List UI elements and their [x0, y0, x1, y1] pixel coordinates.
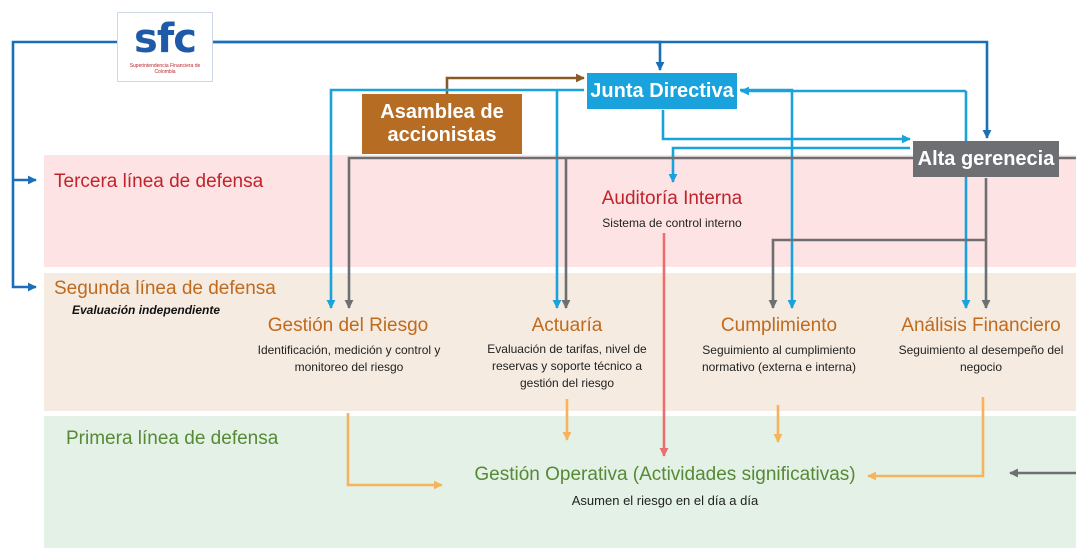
junta-to-auditoria-arrow	[668, 146, 910, 183]
second-line-sublabel: Evaluación independiente	[72, 303, 221, 317]
alta-gerencia-box: Alta gerenecia	[913, 141, 1059, 177]
junta-to-alta-gerencia-arrow	[661, 110, 911, 144]
cumplimiento-desc: Seguimiento al cumplimiento normativo (e…	[701, 343, 857, 374]
asamblea-box: Asamblea de accionistas	[362, 94, 522, 154]
sfc-logo: sfc Superintendencia Financiera de Colom…	[117, 12, 213, 82]
sfc-to-second-line-arrow	[11, 40, 117, 292]
gestion-operativa-desc: Asumen el riesgo en el día a día	[571, 493, 759, 508]
second-line-band	[44, 273, 1076, 411]
actuaria-title: Actuaría	[531, 315, 603, 336]
gestion-riesgo-to-operativa-arrow	[346, 413, 443, 490]
gestion-riesgo-title: Gestión del Riesgo	[267, 315, 429, 336]
gestion-operativa-title: Gestión Operativa (Actividades significa…	[474, 464, 856, 485]
junta-to-gestion-riesgo-arrow	[326, 88, 584, 309]
first-line-band	[44, 416, 1076, 548]
junta-label: Junta Directiva	[590, 79, 734, 102]
auditoria-title: Auditoría Interna	[601, 188, 743, 209]
auditoria-desc: Sistema de control interno	[602, 216, 742, 230]
analisis-title: Análisis Financiero	[901, 315, 1061, 336]
third-line-label: Tercera línea de defensa	[54, 171, 264, 192]
sfc-to-junta-arrow	[213, 40, 665, 71]
cumplimiento-title: Cumplimiento	[720, 315, 838, 336]
asamblea-label: Asamblea de accionistas	[380, 101, 504, 146]
alta-to-cumplimiento-arrow	[768, 238, 986, 309]
alta-gerencia-label: Alta gerenecia	[917, 147, 1055, 170]
alta-to-gestion-riesgo-arrow	[344, 156, 913, 309]
second-line-label: Segunda línea de defensa	[54, 278, 276, 299]
junta-directiva-box: Junta Directiva	[587, 73, 737, 109]
third-line-band	[44, 155, 1076, 267]
analisis-desc: Seguimiento al desempeño del negocio	[898, 343, 1064, 374]
logo-subtitle: Superintendencia Financiera de Colombia	[129, 63, 201, 75]
logo-text: sfc	[134, 16, 197, 62]
analisis-to-operativa-arrow	[867, 397, 985, 481]
asamblea-to-junta-arrow	[445, 73, 585, 94]
first-line-label: Primera línea de defensa	[66, 428, 279, 449]
actuaria-desc: Evaluación de tarifas, nivel de reservas…	[487, 342, 647, 390]
gestion-riesgo-desc: Identificación, medición y control y mon…	[257, 343, 441, 374]
